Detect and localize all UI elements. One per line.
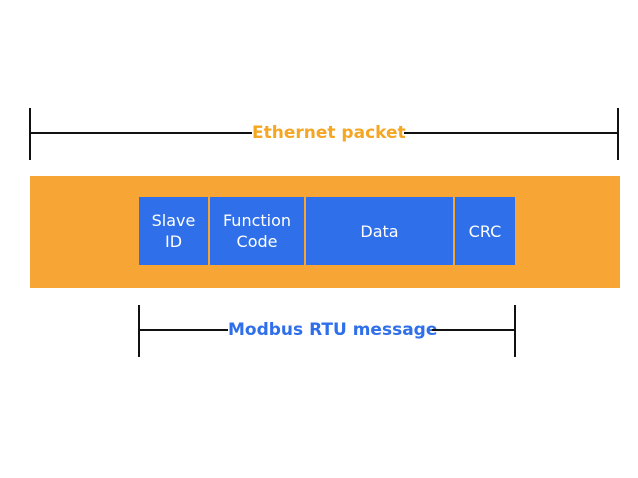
slave-id-field-label: Slave ID — [151, 211, 196, 251]
crc-field: CRC — [455, 197, 515, 265]
ethernet-packet-right-tick — [617, 108, 619, 160]
modbus-rtu-message-label: Modbus RTU message — [228, 320, 438, 340]
crc-field-label: CRC — [468, 221, 502, 241]
data-field-label: Data — [360, 221, 399, 241]
modbus-rtu-message-line-left — [139, 329, 228, 331]
function-code-field: Function Code — [210, 197, 304, 265]
modbus-rtu-message-right-tick — [514, 305, 516, 357]
data-field: Data — [306, 197, 453, 265]
ethernet-packet-line-right — [404, 132, 618, 134]
ethernet-packet-label: Ethernet packet — [252, 123, 406, 143]
slave-id-field: Slave ID — [139, 197, 208, 265]
modbus-rtu-message-left-tick — [138, 305, 140, 357]
ethernet-packet-left-tick — [29, 108, 31, 160]
function-code-field-label: Function Code — [222, 211, 292, 251]
ethernet-packet-line-left — [30, 132, 252, 134]
modbus-rtu-message-line-right — [432, 329, 515, 331]
